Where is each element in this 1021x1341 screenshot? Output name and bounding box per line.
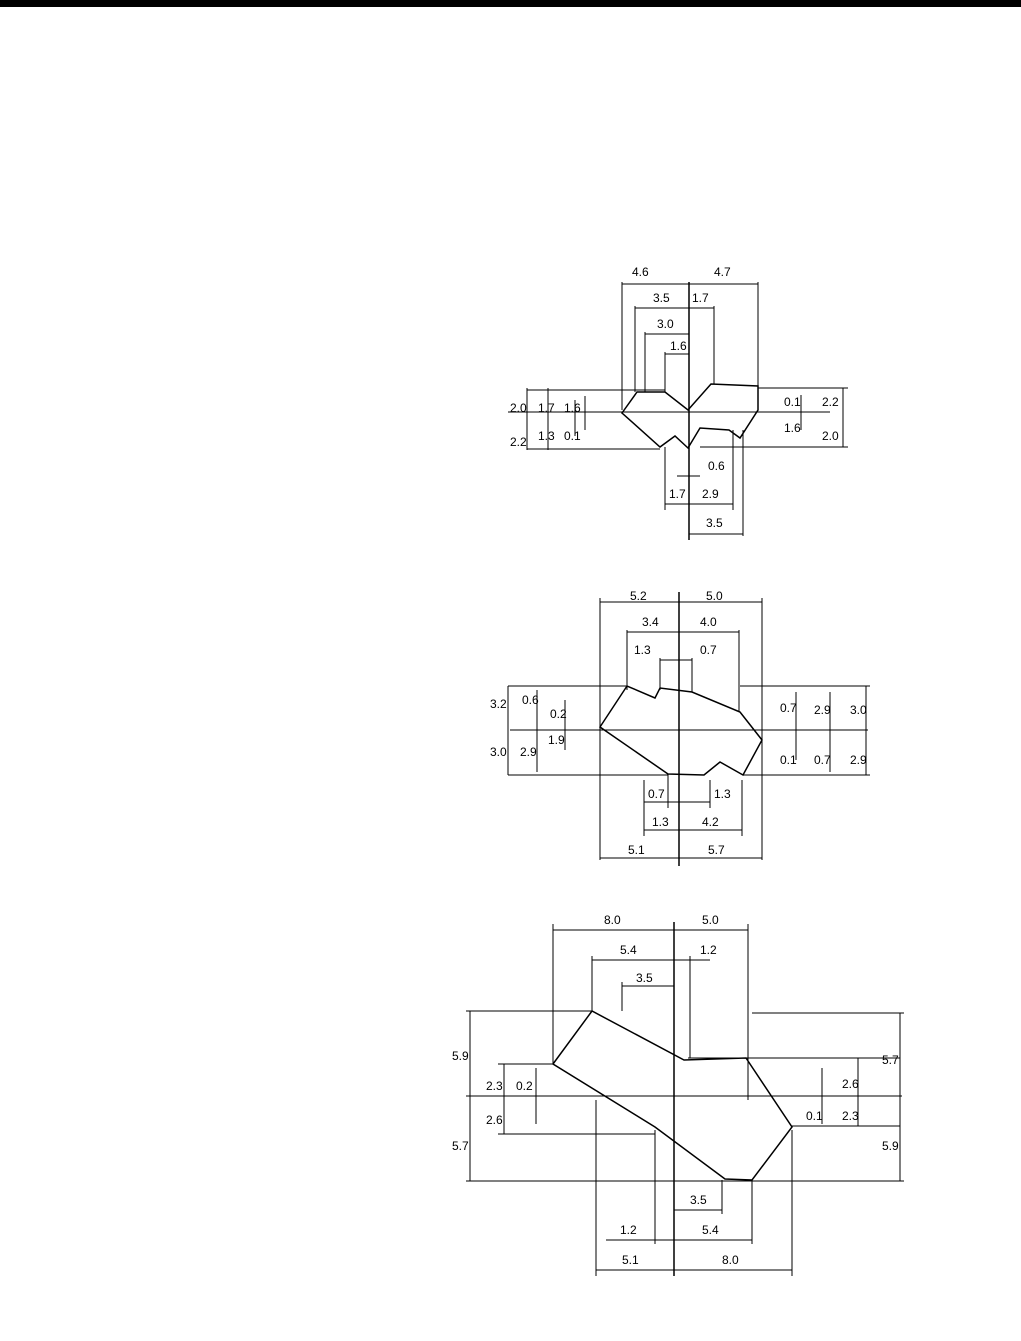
dimension-label: 1.7 [669,487,686,501]
dimension-label: 1.2 [700,943,717,957]
dimension-label: 2.9 [814,703,831,717]
dimension-label: 1.3 [652,815,669,829]
dimension-label: 5.7 [708,843,725,857]
dimension-label: 0.7 [648,787,665,801]
dimension-label: 2.3 [842,1109,859,1123]
dimension-label: 1.7 [692,291,709,305]
dimension-label: 0.1 [784,395,801,409]
dimension-label: 1.6 [670,339,687,353]
dimension-label: 0.6 [522,693,539,707]
dimension-label: 0.2 [550,707,567,721]
dimension-label: 4.7 [714,265,731,279]
dimension-label: 1.7 [538,401,555,415]
dimension-label: 3.0 [657,317,674,331]
dimension-label: 1.6 [784,421,801,435]
dimension-label: 1.9 [548,733,565,747]
diagram-3: 8.0 5.0 5.4 1.2 3.5 5.9 2.3 0.2 2.6 5.7 … [452,913,904,1276]
dimension-label: 1.6 [564,401,581,415]
dimension-label: 3.2 [490,697,507,711]
dimension-label: 0.2 [516,1079,533,1093]
dimension-label: 1.3 [634,643,651,657]
dimension-label: 0.7 [814,753,831,767]
dimension-label: 0.1 [806,1109,823,1123]
dimension-label: 2.9 [520,745,537,759]
dimension-label: 5.7 [882,1053,899,1067]
dimension-label: 2.2 [510,435,527,449]
dimension-label: 2.6 [486,1113,503,1127]
dimension-label: 5.1 [622,1253,639,1267]
dimension-label: 5.4 [620,943,637,957]
dimension-label: 2.6 [842,1077,859,1091]
dimension-label: 1.2 [620,1223,637,1237]
dimension-label: 8.0 [604,913,621,927]
dimension-label: 5.9 [882,1139,899,1153]
dimension-label: 4.6 [632,265,649,279]
dimension-label: 0.6 [708,459,725,473]
dimension-label: 5.4 [702,1223,719,1237]
dimension-label: 5.1 [628,843,645,857]
dimension-label: 3.5 [653,291,670,305]
dimension-label: 0.7 [780,701,797,715]
dimension-label: 1.3 [538,429,555,443]
dimension-label: 3.0 [850,703,867,717]
dimension-label: 8.0 [722,1253,739,1267]
dimension-label: 5.0 [702,913,719,927]
dimension-label: 2.0 [510,401,527,415]
diagram-2: 5.2 5.0 3.4 4.0 1.3 0.7 3.2 0.6 0.2 3.0 … [490,589,870,866]
dimension-label: 3.5 [636,971,653,985]
dimension-label: 2.2 [822,395,839,409]
dimension-label: 0.1 [564,429,581,443]
dimension-label: 5.2 [630,589,647,603]
dimension-label: 2.0 [822,429,839,443]
dimension-label: 3.0 [490,745,507,759]
dimension-label: 3.5 [706,516,723,530]
dimension-label: 5.9 [452,1049,469,1063]
dimension-label: 1.3 [714,787,731,801]
dimension-label: 5.7 [452,1139,469,1153]
dimension-label: 0.1 [780,753,797,767]
dimension-label: 4.2 [702,815,719,829]
dimension-label: 2.9 [850,753,867,767]
dimension-label: 2.9 [702,487,719,501]
dimension-label: 5.0 [706,589,723,603]
dimension-label: 3.5 [690,1193,707,1207]
dimension-label: 0.7 [700,643,717,657]
diagram-1: 4.6 4.7 3.5 1.7 3.0 1.6 2.2 2.0 1.7 1.6 … [508,265,848,540]
dimension-label: 3.4 [642,615,659,629]
dimension-label: 4.0 [700,615,717,629]
dimension-label: 2.3 [486,1079,503,1093]
